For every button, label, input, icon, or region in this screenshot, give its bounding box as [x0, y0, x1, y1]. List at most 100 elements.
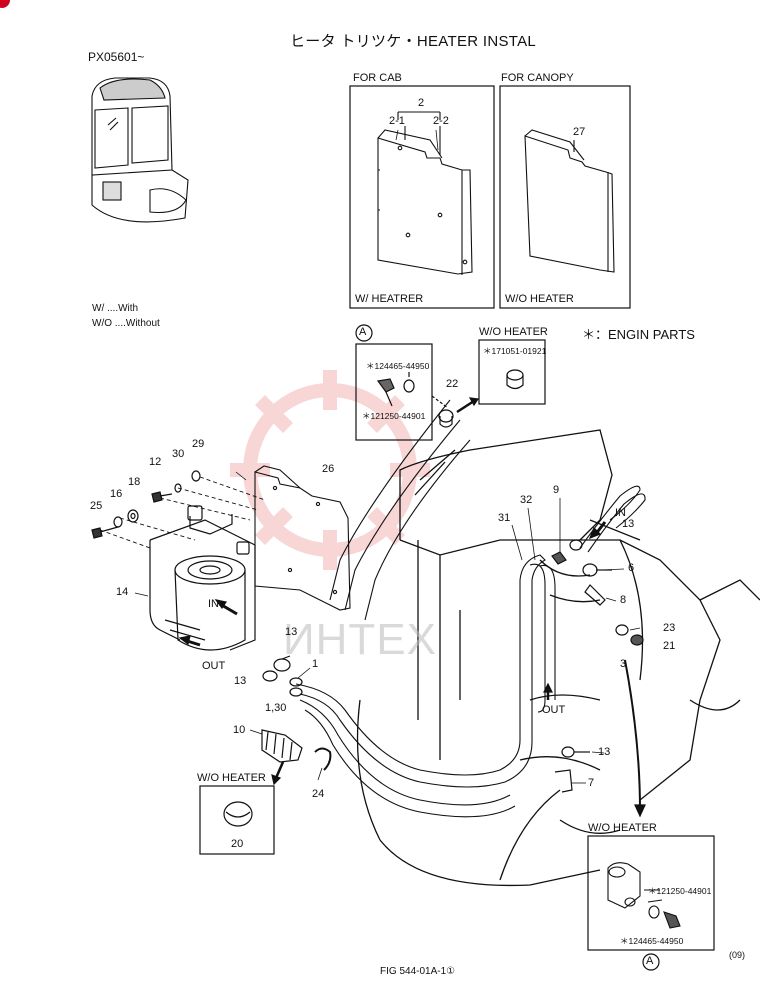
arrow-22-to-plug — [456, 399, 475, 414]
joint-9 — [551, 551, 567, 565]
engin-parts-note: ＊：ENGIN PARTS — [582, 327, 695, 342]
label-in-engine: IN — [615, 507, 626, 519]
heater-unit-14 — [149, 505, 256, 651]
callout-25: 25 — [90, 500, 103, 512]
plug-21 — [630, 634, 644, 646]
detail-a-top-frame — [355, 343, 433, 441]
callout-29: 29 — [192, 438, 205, 450]
clip-24 — [314, 747, 332, 771]
callout-26: 26 — [322, 463, 335, 475]
for-cab-panel-frame — [349, 85, 495, 309]
callout-23: 23 — [663, 622, 676, 634]
page-title: ヒータ トリツケ・HEATER INSTAL — [290, 33, 537, 50]
callout-2-1: 2-1 — [389, 115, 405, 127]
detail-a-bottom-fittings — [607, 862, 681, 929]
callout-13-d: 13 — [598, 746, 611, 758]
callout-13-b: 13 — [234, 675, 247, 687]
callout-13-a: 13 — [285, 626, 298, 638]
detail-a-top-fittings — [376, 372, 415, 407]
callout-21: 21 — [663, 640, 676, 652]
callout-13-c: 13 — [622, 518, 635, 530]
detail-a-top-marker-circle — [355, 324, 373, 342]
washer-16 — [113, 516, 123, 528]
label-out-heater: OUT — [202, 660, 226, 672]
for-canopy-footer: W/O HEATER — [505, 293, 574, 305]
bolt-12 — [151, 491, 173, 503]
fitting-8 — [584, 584, 606, 606]
bolt-25 — [91, 526, 119, 539]
corner-marker — [0, 0, 10, 8]
label-in-heater: IN — [208, 598, 219, 610]
elbow-7 — [554, 769, 573, 793]
for-canopy-header: FOR CANOPY — [501, 72, 574, 84]
clamp-13-d — [561, 746, 590, 758]
callout-10: 10 — [233, 724, 246, 736]
cab-illustration — [91, 77, 189, 223]
wo-heater-bottom-right-frame — [587, 835, 715, 951]
arrowhead-22 — [468, 397, 480, 407]
hose-end-1 — [289, 677, 303, 697]
plug-171051 — [506, 369, 524, 390]
canopy-plate — [524, 129, 615, 273]
callout-22: 22 — [446, 378, 459, 390]
callout-32: 32 — [520, 494, 533, 506]
for-cab-header: FOR CAB — [353, 72, 402, 84]
callout-9: 9 — [553, 484, 560, 496]
part-number-121250-top: ＊121250-44901 — [362, 411, 426, 421]
for-canopy-panel-frame — [499, 85, 631, 309]
callout-12: 12 — [149, 456, 162, 468]
revision-mark: (09) — [729, 950, 746, 960]
callout-30: 30 — [172, 448, 185, 460]
for-cab-footer: W/ HEATRER — [355, 293, 424, 305]
callout-18: 18 — [128, 476, 141, 488]
callout-24: 24 — [312, 788, 325, 800]
callout-1: 1 — [312, 658, 319, 670]
figure-number: FIG 544-01A-1① — [380, 966, 456, 977]
clamp-13-b — [262, 670, 278, 682]
callout-3: 3 — [620, 658, 627, 670]
detail-a-top-marker: A — [359, 326, 367, 338]
clamp-13-a — [273, 655, 291, 672]
watermark-text: ИНТЕХ — [283, 615, 437, 664]
detail-a-bottom-marker: A — [646, 955, 654, 967]
callout-2-2: 2-2 — [433, 115, 449, 127]
callout-31: 31 — [498, 512, 511, 524]
callout-6: 6 — [628, 562, 635, 574]
plug-22 — [438, 409, 454, 428]
frame-rails — [329, 399, 471, 621]
callout-16: 16 — [110, 488, 123, 500]
hose-31 — [299, 699, 516, 818]
bracket-plate-26 — [254, 465, 351, 611]
callout-7: 7 — [588, 777, 595, 789]
hose-9-in — [579, 485, 646, 553]
callout-8: 8 — [620, 594, 627, 606]
callout-14: 14 — [116, 586, 129, 598]
cab-heater-plate — [377, 111, 473, 275]
detail-a-bottom-marker-circle — [642, 953, 660, 971]
part-number-124465-bottom: ＊124465-44950 — [620, 936, 684, 946]
rubber-bellow-10 — [261, 729, 303, 763]
part-number-121250-bottom: ＊121250-44901 — [648, 886, 712, 896]
watermark-gear-icon — [230, 370, 430, 570]
wo-heater-top-frame — [478, 339, 546, 405]
wo-heater-top-header: W/O HEATER — [479, 326, 548, 338]
arrow-to-wo-heater — [274, 761, 285, 779]
washer-23 — [615, 624, 629, 636]
callout-1-30: 1,30 — [265, 702, 287, 714]
serial-range: PX05601~ — [88, 50, 145, 64]
callout-20: 20 — [231, 838, 244, 850]
washer-30 — [174, 483, 182, 493]
wo-heater-bottom-left-header: W/O HEATER — [197, 772, 266, 784]
clamp-13-c — [569, 539, 583, 551]
engine-block — [356, 429, 760, 887]
wo-heater-bottom-right-header: W/O HEATER — [588, 822, 657, 834]
legend-with: W/ ....With — [92, 303, 139, 314]
callout-27: 27 — [573, 126, 586, 138]
legend-without: W/O ....Without — [92, 318, 160, 329]
part-number-171051: ＊171051-01921 — [483, 346, 547, 356]
washer-18 — [127, 509, 139, 523]
callout-2: 2 — [418, 97, 425, 109]
hose-32 — [529, 563, 556, 713]
part-number-124465-top: ＊124465-44950 — [366, 361, 430, 371]
